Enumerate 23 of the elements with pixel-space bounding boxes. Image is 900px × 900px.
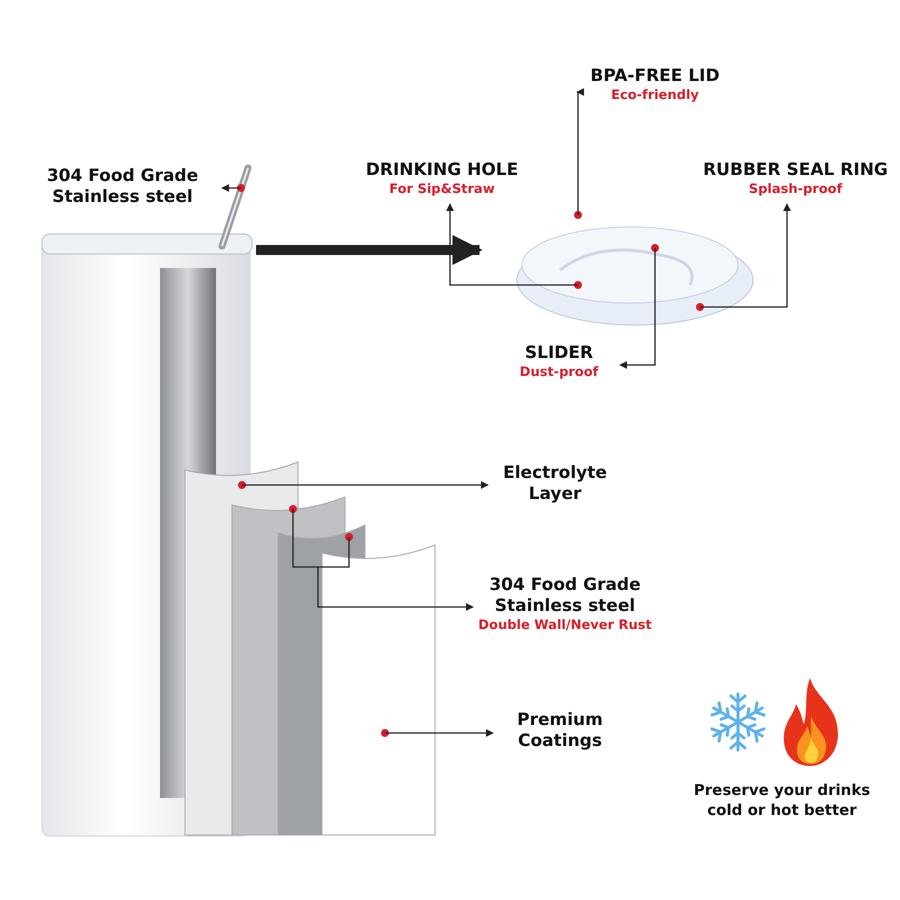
part-label: 304 Food Grade Stainless steel xyxy=(488,575,642,617)
note-text: Preserve your drinks cold or hot better xyxy=(692,780,872,820)
leader-line xyxy=(292,508,474,611)
arrow xyxy=(256,235,482,265)
feature-note: Eco-friendly xyxy=(610,87,700,104)
leader-line xyxy=(576,88,584,215)
feature-note: For Sip&Straw xyxy=(388,181,496,198)
part-label: 304 Food Grade Stainless steel xyxy=(46,166,200,208)
part-label: RUBBER SEAL RING xyxy=(702,160,889,181)
feature-note: Double Wall/Never Rust xyxy=(477,617,653,634)
part-label: SLIDER xyxy=(524,343,594,364)
part-label: BPA-FREE LID xyxy=(589,66,721,87)
leader-line xyxy=(700,203,791,308)
leader-line xyxy=(619,248,656,369)
feature-note: Splash-proof xyxy=(748,181,844,198)
leader-line xyxy=(242,481,489,489)
leader-line xyxy=(446,203,578,286)
leader-line xyxy=(385,729,494,737)
feature-note: Dust-proof xyxy=(518,364,600,381)
leader-line xyxy=(221,184,241,192)
part-label: Electrolyte Layer xyxy=(502,463,608,505)
part-label: Premium Coatings xyxy=(516,710,604,752)
part-label: DRINKING HOLE xyxy=(364,160,520,181)
